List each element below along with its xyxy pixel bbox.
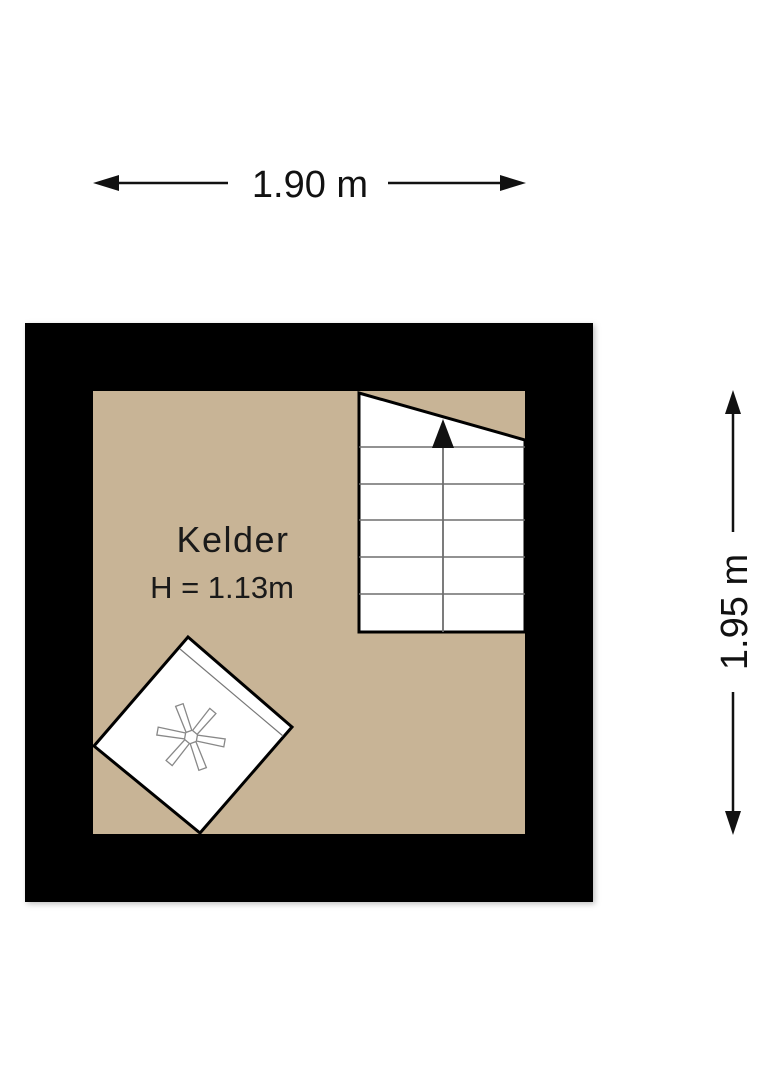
height-dimension: 1.95 m — [714, 390, 756, 835]
arrow-up-icon — [432, 419, 454, 448]
stairs-outline — [357, 391, 527, 634]
fan-icon — [156, 702, 226, 772]
room-height: H = 1.13m — [150, 570, 294, 605]
width-dimension: 1.90 m — [93, 164, 526, 206]
arrow-down-dimension-icon — [725, 811, 741, 835]
stairs-icon — [357, 391, 527, 634]
height-label: 1.95 m — [714, 554, 756, 670]
appliance-front-line — [179, 648, 284, 737]
appliance-outline — [91, 634, 295, 836]
room-name: Kelder — [176, 519, 289, 560]
arrow-left-icon — [93, 175, 119, 191]
arrow-up-dimension-icon — [725, 390, 741, 414]
arrow-right-icon — [500, 175, 526, 191]
width-label: 1.90 m — [252, 164, 368, 206]
appliance-icon — [91, 634, 295, 836]
